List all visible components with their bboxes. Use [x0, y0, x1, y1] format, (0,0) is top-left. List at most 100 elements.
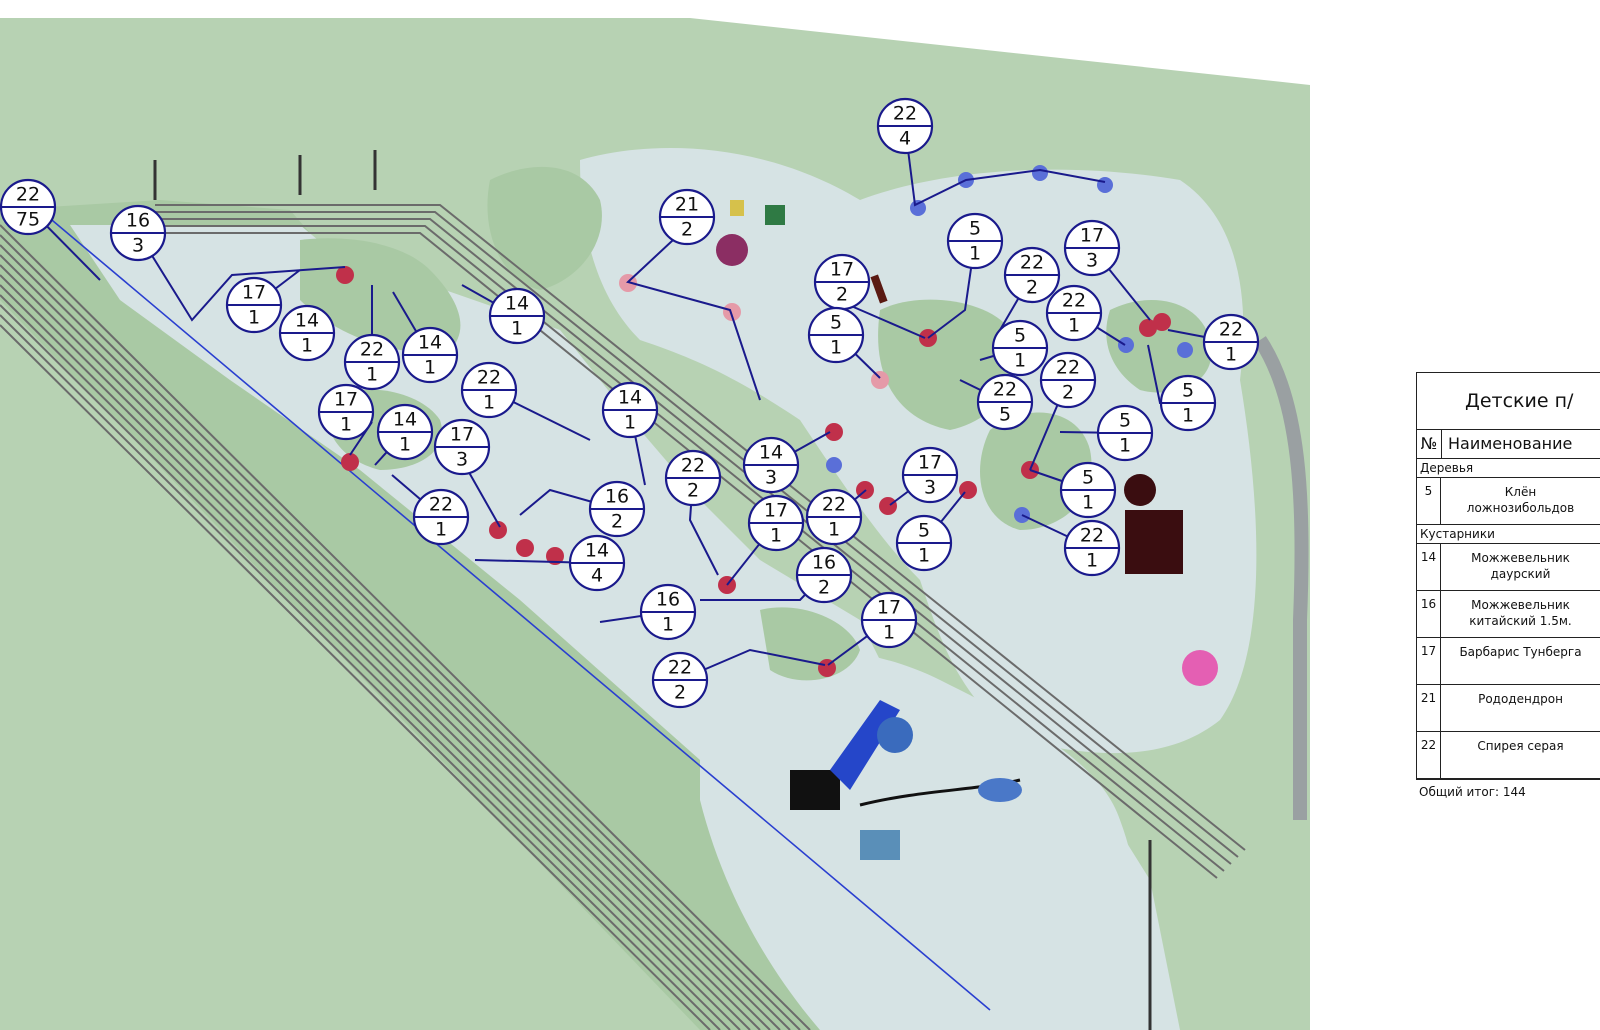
callout-quantity: 2 [818, 577, 830, 599]
callout-species-number: 17 [334, 389, 358, 411]
callout-species-number: 16 [656, 589, 680, 611]
retaining-walls [153, 150, 1152, 1030]
callout-species-number: 22 [1219, 319, 1243, 341]
callout-species-number: 14 [295, 310, 319, 332]
callout-species-number: 5 [1182, 380, 1194, 402]
legend-row-name: Можжевельник даурский [1471, 551, 1570, 581]
callout-species-number: 22 [893, 103, 917, 125]
plant-callout: 222 [1003, 246, 1061, 304]
callout-quantity: 2 [681, 219, 693, 241]
plant-callout: 141 [376, 403, 434, 461]
callout-quantity: 1 [828, 519, 840, 541]
plant-callout: 161 [639, 583, 697, 641]
callout-quantity: 3 [1086, 250, 1098, 272]
callout-species-number: 17 [764, 500, 788, 522]
callout-species-number: 16 [812, 552, 836, 574]
callout-species-number: 14 [393, 409, 417, 431]
plant-callout: 221 [460, 361, 518, 419]
callout-quantity: 1 [830, 337, 842, 359]
plant-callout: 141 [401, 326, 459, 384]
callout-species-number: 22 [1080, 525, 1104, 547]
planting-island-7 [487, 166, 602, 290]
plant-callout: 171 [860, 591, 918, 649]
plant-legend: Детские п/ № Наименование Деревья 5 Клён… [1416, 372, 1600, 799]
callout-species-number: 22 [668, 657, 692, 679]
callout-species-number: 5 [1119, 410, 1131, 432]
legend-row-name: Спирея серая [1477, 739, 1564, 753]
callout-species-number: 14 [618, 387, 642, 409]
callout-quantity: 1 [1082, 492, 1094, 514]
plant-callout: 141 [488, 287, 546, 345]
legend-header: № Наименование [1417, 430, 1600, 459]
callout-quantity: 1 [511, 318, 523, 340]
plant-callout: 224 [876, 97, 934, 155]
callout-species-number: 22 [1020, 252, 1044, 274]
callout-quantity: 1 [483, 392, 495, 414]
callout-quantity: 3 [132, 235, 144, 257]
callout-quantity: 1 [883, 622, 895, 644]
callout-quantity: 1 [1068, 315, 1080, 337]
callout-species-number: 5 [918, 520, 930, 542]
callout-quantity: 1 [248, 307, 260, 329]
plant-callout: 141 [601, 381, 659, 439]
planting-blue-dots [826, 165, 1193, 523]
legend-row: 22 Спирея серая [1417, 732, 1600, 779]
planting-island-5 [1106, 300, 1212, 393]
plant-callout: 51 [1096, 404, 1154, 462]
callout-quantity: 1 [918, 545, 930, 567]
callout-quantity: 5 [999, 404, 1011, 426]
callout-species-number: 16 [605, 486, 629, 508]
plant-callout: 163 [109, 204, 167, 262]
callout-quantity: 75 [16, 209, 40, 231]
legend-col-name: Наименование [1448, 434, 1573, 453]
legend-group-trees: Деревья [1417, 459, 1600, 478]
plant-callout: 51 [807, 306, 865, 364]
plant-callout: 225 [976, 373, 1034, 431]
legend-row: 5 Клён ложнозибольдов [1417, 478, 1600, 525]
play-equipment-fish [859, 778, 1022, 807]
callout-quantity: 1 [301, 335, 313, 357]
callout-quantity: 3 [456, 449, 468, 471]
callout-species-number: 5 [830, 312, 842, 334]
plant-callout: 173 [433, 418, 491, 476]
legend-total: Общий итог: 144 [1419, 785, 1526, 799]
callout-species-number: 17 [242, 282, 266, 304]
callout-species-number: 22 [429, 494, 453, 516]
plant-callout: 51 [895, 514, 953, 572]
callout-quantity: 1 [340, 414, 352, 436]
callout-quantity: 1 [662, 614, 674, 636]
callout-species-number: 21 [675, 194, 699, 216]
planting-red-dots [336, 266, 1171, 677]
plant-callout: 221 [805, 488, 863, 546]
callout-quantity: 1 [1014, 350, 1026, 372]
planting-island-6 [760, 607, 860, 681]
legend-table: Детские п/ № Наименование Деревья 5 Клён… [1416, 372, 1600, 780]
callout-quantity: 1 [969, 243, 981, 265]
callout-species-number: 22 [822, 494, 846, 516]
legend-row: 14 Можжевельник даурский [1417, 544, 1600, 591]
callout-species-number: 22 [360, 339, 384, 361]
landscape-plan-drawing: 2275163171141221141141171141221173221141… [0, 18, 1310, 1030]
plant-callout: 171 [225, 276, 283, 334]
callout-quantity: 1 [624, 412, 636, 434]
plant-callout: 143 [742, 436, 800, 494]
plant-callout: 222 [664, 449, 722, 507]
plant-callout: 144 [568, 534, 626, 592]
callout-species-number: 5 [1014, 325, 1026, 347]
play-equipment-slide [790, 700, 913, 860]
callout-quantity: 2 [1026, 277, 1038, 299]
callout-quantity: 2 [687, 480, 699, 502]
play-equipment-north [716, 200, 785, 266]
callout-species-number: 14 [759, 442, 783, 464]
callout-species-number: 5 [1082, 467, 1094, 489]
callout-quantity: 2 [611, 511, 623, 533]
plant-callout: 172 [813, 253, 871, 311]
legend-row: 16 Можжевельник китайский 1.5м. [1417, 591, 1600, 638]
paving-south [700, 648, 1139, 1030]
callout-species-number: 14 [505, 293, 529, 315]
plant-callout: 51 [1159, 374, 1217, 432]
callout-species-number: 14 [585, 540, 609, 562]
plant-callout: 221 [343, 333, 401, 391]
